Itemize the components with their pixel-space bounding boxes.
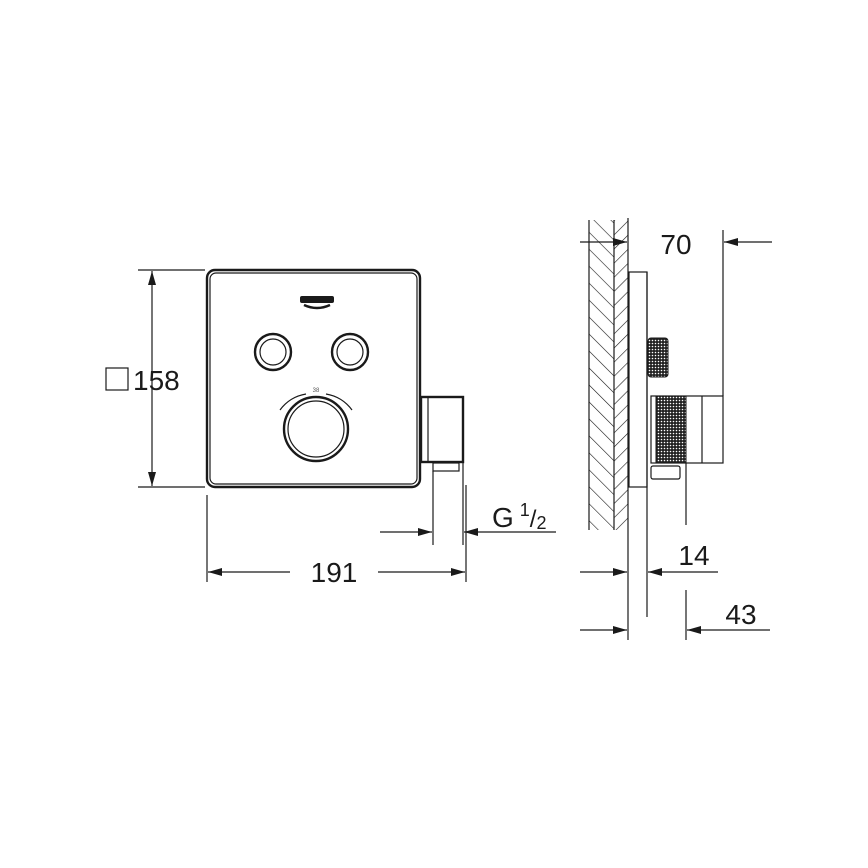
side-view: 70 14 43 xyxy=(580,218,772,640)
button-left xyxy=(253,332,293,372)
brand-logo xyxy=(300,296,334,310)
cover-plate xyxy=(205,268,422,489)
thread-num: 1 xyxy=(520,500,530,520)
dim-14-label: 14 xyxy=(678,540,709,571)
dim-70-label: 70 xyxy=(660,229,691,260)
plate-side xyxy=(628,271,648,617)
dimension-width: 191 xyxy=(206,485,467,588)
dimension-43: 43 xyxy=(580,590,770,640)
dimension-14: 14 xyxy=(580,540,718,576)
dimension-70: 70 xyxy=(580,229,772,260)
dimension-height: 158 xyxy=(105,269,205,488)
square-symbol xyxy=(105,367,129,391)
wall-outlet xyxy=(419,395,465,545)
front-view: 38 158 191 xyxy=(105,268,556,588)
button-right xyxy=(330,332,370,372)
outlet-side xyxy=(650,230,724,525)
dim-height-label: 158 xyxy=(133,365,180,396)
wall-section xyxy=(588,218,629,640)
thread-sep: / xyxy=(530,506,537,533)
thread-prefix: G xyxy=(492,502,514,533)
dim-width-label: 191 xyxy=(311,557,358,588)
button-knurled xyxy=(647,337,669,378)
dim-43-label: 43 xyxy=(725,599,756,630)
dial-label: 38 xyxy=(313,388,320,394)
thermostat-dial: 38 xyxy=(279,388,353,463)
thread-den: 2 xyxy=(536,513,546,533)
